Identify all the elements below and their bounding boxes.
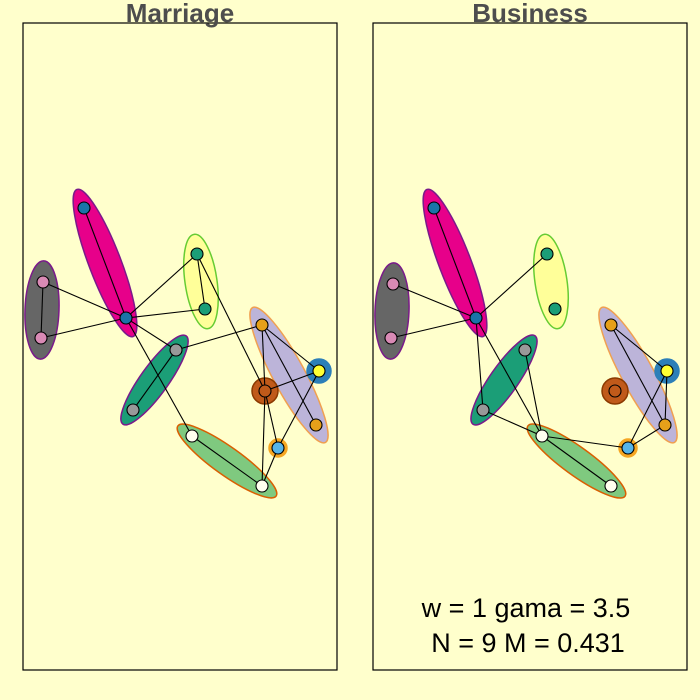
edge-n4-n7: [475, 317, 484, 411]
edge-n10-n13: [261, 324, 317, 426]
edge-n3-n4: [433, 207, 477, 319]
node-n9: [608, 384, 622, 398]
panel-title: Business: [472, 0, 588, 28]
node-n4: [119, 311, 133, 325]
edge-n14-n15: [191, 435, 263, 487]
edge-n12-n13: [627, 424, 666, 449]
stats-line-1: w = 1 gama = 3.5: [421, 593, 631, 623]
panel-business: Business w = 1 gama = 3.5 N = 9 M = 0.43…: [372, 0, 688, 671]
node-n5: [190, 247, 204, 261]
panel-marriage: Marriage: [22, 0, 338, 671]
node-n4: [469, 311, 483, 325]
node-n13: [309, 418, 323, 432]
edge-n10-n11: [261, 324, 320, 372]
edge-n10-n13: [610, 324, 666, 426]
edge-n11-n12: [627, 370, 668, 449]
edge-n4-n14: [475, 317, 543, 437]
node-layer: [384, 201, 674, 493]
edge-n12-n15: [261, 447, 279, 487]
edge-n7-n14: [482, 409, 543, 437]
edge-n2-n4: [40, 317, 127, 339]
node-n10: [604, 318, 618, 332]
node-n11: [660, 364, 674, 378]
node-n9: [258, 384, 272, 398]
edge-n4-n5: [475, 253, 548, 319]
edge-n9-n12: [264, 390, 279, 449]
edge-n12-n14: [541, 435, 629, 449]
edge-n8-n7: [132, 349, 177, 411]
node-n12: [621, 441, 635, 455]
node-n3: [77, 201, 91, 215]
node-n3: [427, 201, 441, 215]
edge-n9-n10: [261, 324, 266, 392]
node-n14: [535, 429, 549, 443]
edge-n8-n14: [524, 349, 543, 437]
node-n13: [658, 418, 672, 432]
node-n15: [255, 479, 269, 493]
node-n2: [34, 331, 48, 345]
edge-n3-n4: [83, 207, 127, 319]
node-n7: [476, 403, 490, 417]
edge-n14-n15: [541, 435, 612, 487]
node-n1: [36, 275, 50, 289]
edge-n9-n15: [261, 390, 266, 487]
stats-line-2: N = 9 M = 0.431: [431, 628, 625, 658]
node-n14: [185, 429, 199, 443]
edge-n4-n6: [125, 308, 206, 319]
edge-n11-n12: [277, 370, 320, 449]
edge-n1-n4: [392, 283, 477, 319]
edge-n5-n6: [196, 253, 206, 310]
edge-layer: [40, 207, 320, 487]
edge-layer: [390, 207, 668, 487]
edge-n2-n4: [390, 317, 477, 339]
node-n15: [604, 479, 618, 493]
node-layer: [34, 201, 326, 493]
edge-n5-n9: [196, 253, 266, 392]
edge-n1-n2: [40, 281, 44, 339]
panel-title: Marriage: [126, 0, 234, 28]
edge-n1-n4: [42, 281, 127, 319]
node-n5: [540, 247, 554, 261]
node-n1: [386, 277, 400, 291]
node-n6: [198, 302, 212, 316]
node-n8: [169, 343, 183, 357]
edge-n4-n8: [125, 317, 177, 351]
node-n10: [255, 318, 269, 332]
node-n2: [384, 331, 398, 345]
node-n11: [312, 364, 326, 378]
edge-n11-n13: [664, 370, 668, 426]
node-n6: [548, 302, 562, 316]
node-n8: [518, 343, 532, 357]
edge-n4-n5: [125, 253, 198, 319]
node-n7: [126, 403, 140, 417]
edge-n4-n14: [125, 317, 193, 437]
node-n12: [271, 441, 285, 455]
edge-n10-n11: [610, 324, 668, 372]
edge-n8-n10: [175, 324, 263, 351]
